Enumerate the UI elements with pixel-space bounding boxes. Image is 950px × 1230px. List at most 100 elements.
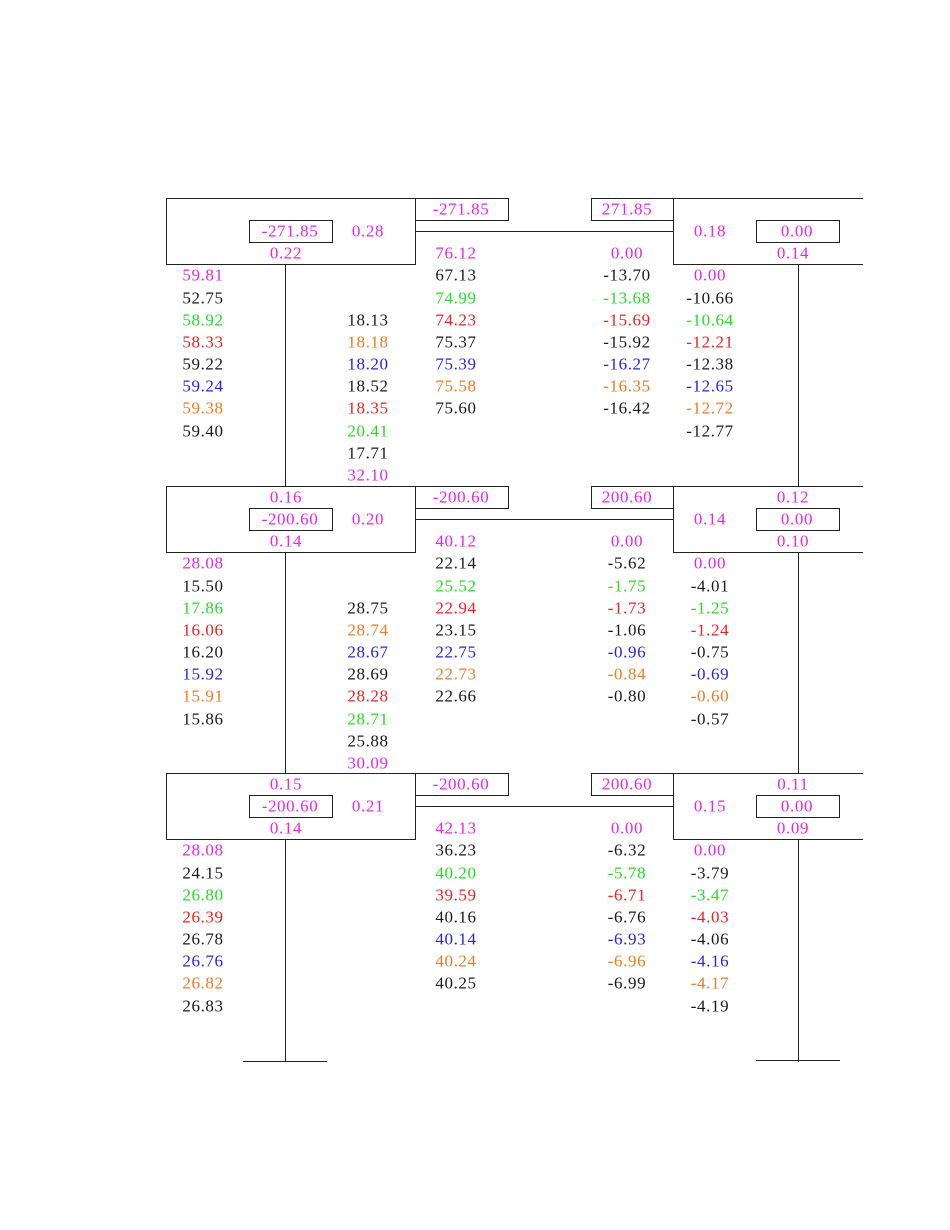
right-column-line xyxy=(798,839,800,1062)
right-joint-fem: 0.00 xyxy=(780,221,814,241)
beam-right-value: -13.70 xyxy=(603,265,651,285)
right-joint-frame xyxy=(673,773,863,840)
beam-left-value: 25.52 xyxy=(435,576,477,596)
beam-right-value: -16.42 xyxy=(603,398,651,418)
right-column-value: -0.60 xyxy=(690,686,730,706)
beam-left-end-box xyxy=(415,198,509,221)
beam-right-value: -1.73 xyxy=(607,598,647,618)
upper-column-value: 30.09 xyxy=(347,753,389,773)
left-column-value: 26.39 xyxy=(182,907,224,927)
left-column-value: 58.33 xyxy=(182,332,224,352)
beam-left-value: 39.59 xyxy=(435,885,477,905)
beam-left-value: 40.24 xyxy=(435,951,477,971)
left-column-value: 24.15 xyxy=(182,863,224,883)
upper-column-value: 18.18 xyxy=(347,332,389,352)
beam-left-value: 40.12 xyxy=(435,531,477,551)
beam-line xyxy=(415,519,673,521)
left-joint-top-df: 0.15 xyxy=(269,774,303,794)
left-column-value: 59.24 xyxy=(182,376,224,396)
right-joint-bottom-df: 0.14 xyxy=(776,243,810,263)
beam-right-value: -13.68 xyxy=(603,288,651,308)
upper-column-value: 28.74 xyxy=(347,620,389,640)
left-column-line xyxy=(285,264,287,486)
beam-right-value: 0.00 xyxy=(610,531,644,551)
left-column-value: 59.81 xyxy=(182,265,224,285)
upper-column-value: 28.75 xyxy=(347,598,389,618)
right-joint-fem: 0.00 xyxy=(780,509,814,529)
upper-column-value: 17.71 xyxy=(347,443,389,463)
right-column-value: 0.00 xyxy=(693,840,727,860)
right-column-value: -1.25 xyxy=(690,598,730,618)
upper-column-value: 18.52 xyxy=(347,376,389,396)
beam-left-value: 22.14 xyxy=(435,553,477,573)
beam-right-end-fem: 200.60 xyxy=(601,487,653,507)
left-column-value: 26.83 xyxy=(182,996,224,1015)
right-column-value: -4.17 xyxy=(690,973,730,993)
beam-left-value: 40.25 xyxy=(435,973,477,993)
beam-right-end-fem: 271.85 xyxy=(601,199,653,219)
beam-left-value: 75.39 xyxy=(435,354,477,374)
right-column-value: -1.24 xyxy=(690,620,730,640)
right-fixed-support xyxy=(756,1060,840,1062)
beam-right-value: -16.35 xyxy=(603,376,651,396)
beam-left-end-fem: -271.85 xyxy=(432,199,490,219)
right-joint-fem-box xyxy=(756,795,840,818)
right-column-value: -3.79 xyxy=(690,863,730,883)
beam-right-value: 0.00 xyxy=(610,243,644,263)
beam-right-value: -6.93 xyxy=(607,929,647,949)
beam-left-value: 40.16 xyxy=(435,907,477,927)
left-column-value: 52.75 xyxy=(182,288,224,308)
left-joint-fem: -200.60 xyxy=(261,796,319,816)
left-joint-fem: -200.60 xyxy=(261,509,319,529)
beam-right-value: -6.76 xyxy=(607,907,647,927)
beam-left-value: 22.66 xyxy=(435,686,477,706)
beam-right-value: -0.96 xyxy=(607,642,647,662)
left-column-value: 26.80 xyxy=(182,885,224,905)
right-joint-fem: 0.00 xyxy=(780,796,814,816)
beam-left-end-fem: -200.60 xyxy=(432,774,490,794)
beam-right-end-fem: 200.60 xyxy=(601,774,653,794)
right-joint-fem-box xyxy=(756,220,840,243)
left-column-value: 59.40 xyxy=(182,421,224,440)
beam-left-value: 23.15 xyxy=(435,620,477,640)
right-column-value: -0.69 xyxy=(690,664,730,684)
beam-right-value: -6.71 xyxy=(607,885,647,905)
beam-left-end-box xyxy=(415,773,509,796)
left-column-value: 15.50 xyxy=(182,576,224,596)
beam-line xyxy=(415,231,673,233)
beam-left-end-fem: -200.60 xyxy=(432,487,490,507)
right-column-value: -10.66 xyxy=(686,288,734,308)
upper-column-value: 28.28 xyxy=(347,686,389,706)
beam-line xyxy=(415,806,673,808)
left-column-value: 28.08 xyxy=(182,840,224,860)
left-joint-bottom-df: 0.14 xyxy=(269,531,303,551)
left-column-value: 16.06 xyxy=(182,620,224,640)
right-joint-top-df: 0.11 xyxy=(777,774,809,794)
right-column-line xyxy=(798,552,800,773)
beam-right-value: -6.96 xyxy=(607,951,647,971)
left-column-value: 15.86 xyxy=(182,709,224,728)
beam-right-value: -0.84 xyxy=(607,664,647,684)
left-joint-right-df: 0.21 xyxy=(351,796,385,816)
beam-left-value: 74.99 xyxy=(435,288,477,308)
upper-column-value: 18.35 xyxy=(347,398,389,418)
right-column-value: -12.65 xyxy=(686,376,734,396)
right-column-value: -4.01 xyxy=(690,576,730,596)
right-column-value: -12.21 xyxy=(686,332,734,352)
upper-column-value: 28.71 xyxy=(347,709,389,728)
right-column-value: -0.57 xyxy=(690,709,730,728)
beam-right-value: -1.06 xyxy=(607,620,647,640)
left-column-line xyxy=(285,552,287,773)
upper-column-value: 28.69 xyxy=(347,664,389,684)
beam-left-value: 22.94 xyxy=(435,598,477,618)
right-joint-frame xyxy=(673,198,863,265)
beam-right-value: -1.75 xyxy=(607,576,647,596)
right-column-value: 0.00 xyxy=(693,265,727,285)
right-column-value: -4.06 xyxy=(690,929,730,949)
left-column-line xyxy=(285,839,287,1062)
right-joint-bottom-df: 0.09 xyxy=(776,818,810,838)
left-joint-top-df: 0.16 xyxy=(269,487,303,507)
upper-column-value: 18.20 xyxy=(347,354,389,374)
beam-right-value: -6.32 xyxy=(607,840,647,860)
beam-left-value: 76.12 xyxy=(435,243,477,263)
